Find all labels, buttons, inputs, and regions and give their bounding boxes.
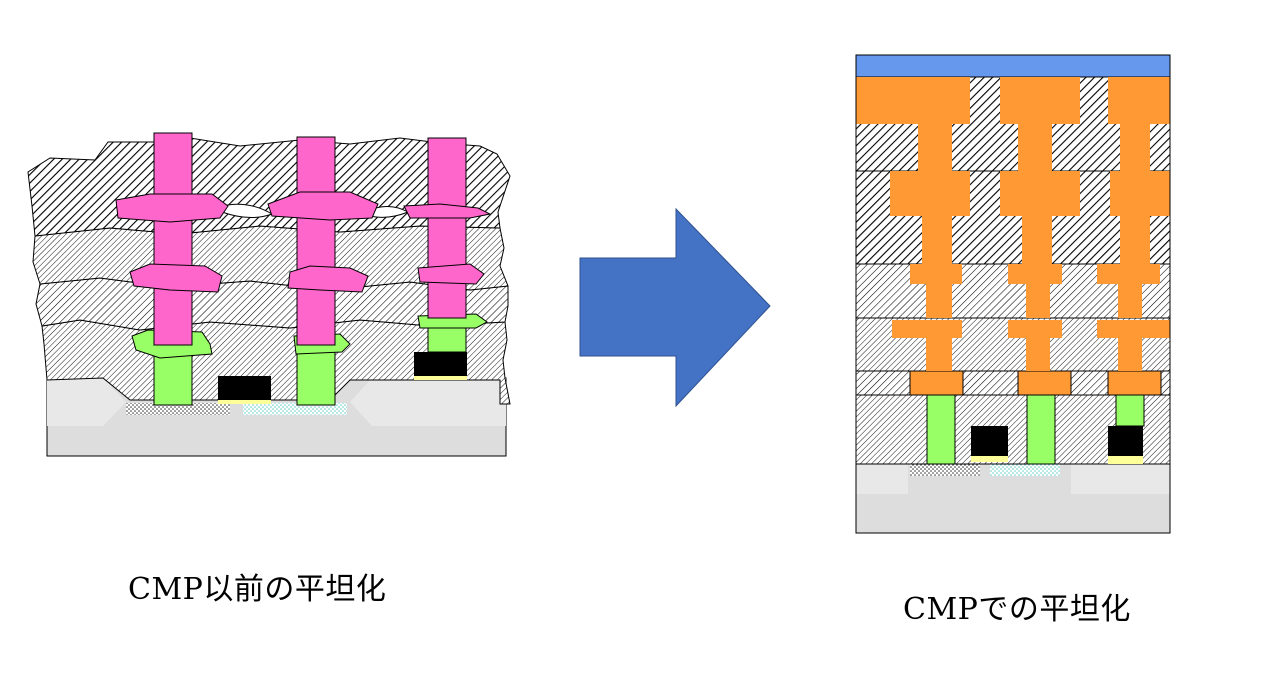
- before-cmp-cross-section: [27, 132, 511, 457]
- diffusion-region-2: [243, 403, 347, 415]
- diffusion-region-1: [126, 403, 230, 415]
- metal-2-pad-2: [287, 265, 369, 293]
- metal-3-via-2: [1008, 264, 1062, 318]
- contact-plug-1: [926, 394, 956, 465]
- caption-after-cmp: CMPでの平坦化: [903, 592, 1131, 627]
- metal-3-pad-1: [115, 193, 229, 223]
- metal-4-via-3: [1110, 171, 1170, 264]
- metal-3-pad-2: [267, 191, 379, 221]
- contact-plug-3: [1115, 394, 1145, 427]
- cross-section-outline: [855, 54, 1171, 534]
- gate-oxide-1: [218, 400, 271, 404]
- metal-2-pad-3: [417, 263, 485, 285]
- metal-5-via-1: [856, 77, 970, 171]
- metal-2-pad-1: [129, 263, 223, 293]
- metal-4-via-1: [890, 171, 970, 264]
- gate-oxide-2: [1108, 456, 1143, 464]
- isolation-left: [47, 378, 126, 426]
- metal-3-via-3: [1097, 264, 1160, 318]
- isolation-right: [350, 378, 506, 426]
- contact-plug-2: [296, 344, 336, 406]
- gate-electrode-1: [971, 426, 1008, 456]
- metal-3-pad-3: [403, 203, 492, 219]
- isolation-right: [1071, 464, 1170, 494]
- isolation-left: [856, 464, 908, 494]
- metal-2-via-2: [1008, 320, 1062, 371]
- top-passivation-layer: [855, 54, 1171, 78]
- metal-2-via-1: [892, 320, 962, 371]
- right-arrow-icon: [579, 207, 771, 408]
- metal-2-via-3: [1097, 320, 1170, 371]
- via-column-1: [153, 132, 193, 346]
- diffusion-region-2: [990, 464, 1060, 476]
- diffusion-region-1: [910, 464, 980, 476]
- contact-plug-2: [1026, 394, 1056, 465]
- metal-5-via-2: [1000, 77, 1080, 171]
- gate-electrode-2: [1108, 426, 1143, 456]
- metal-1-pad-3: [1107, 370, 1162, 396]
- metal-3-via-1: [910, 264, 962, 318]
- gate-oxide-1: [971, 456, 1008, 462]
- metal-1-pad-2: [1017, 370, 1072, 396]
- metal-4-via-2: [1000, 171, 1080, 264]
- via-column-2: [296, 136, 336, 346]
- after-cmp-cross-section: [855, 54, 1171, 534]
- metal-1-pad-1: [909, 370, 964, 396]
- gate-electrode-2: [414, 352, 467, 376]
- caption-before-cmp: CMP以前の平坦化: [128, 572, 387, 607]
- gate-electrode-1: [218, 376, 271, 400]
- via-column-3: [427, 137, 467, 319]
- metal-5-via-3: [1108, 77, 1170, 171]
- gate-oxide-2: [414, 376, 467, 380]
